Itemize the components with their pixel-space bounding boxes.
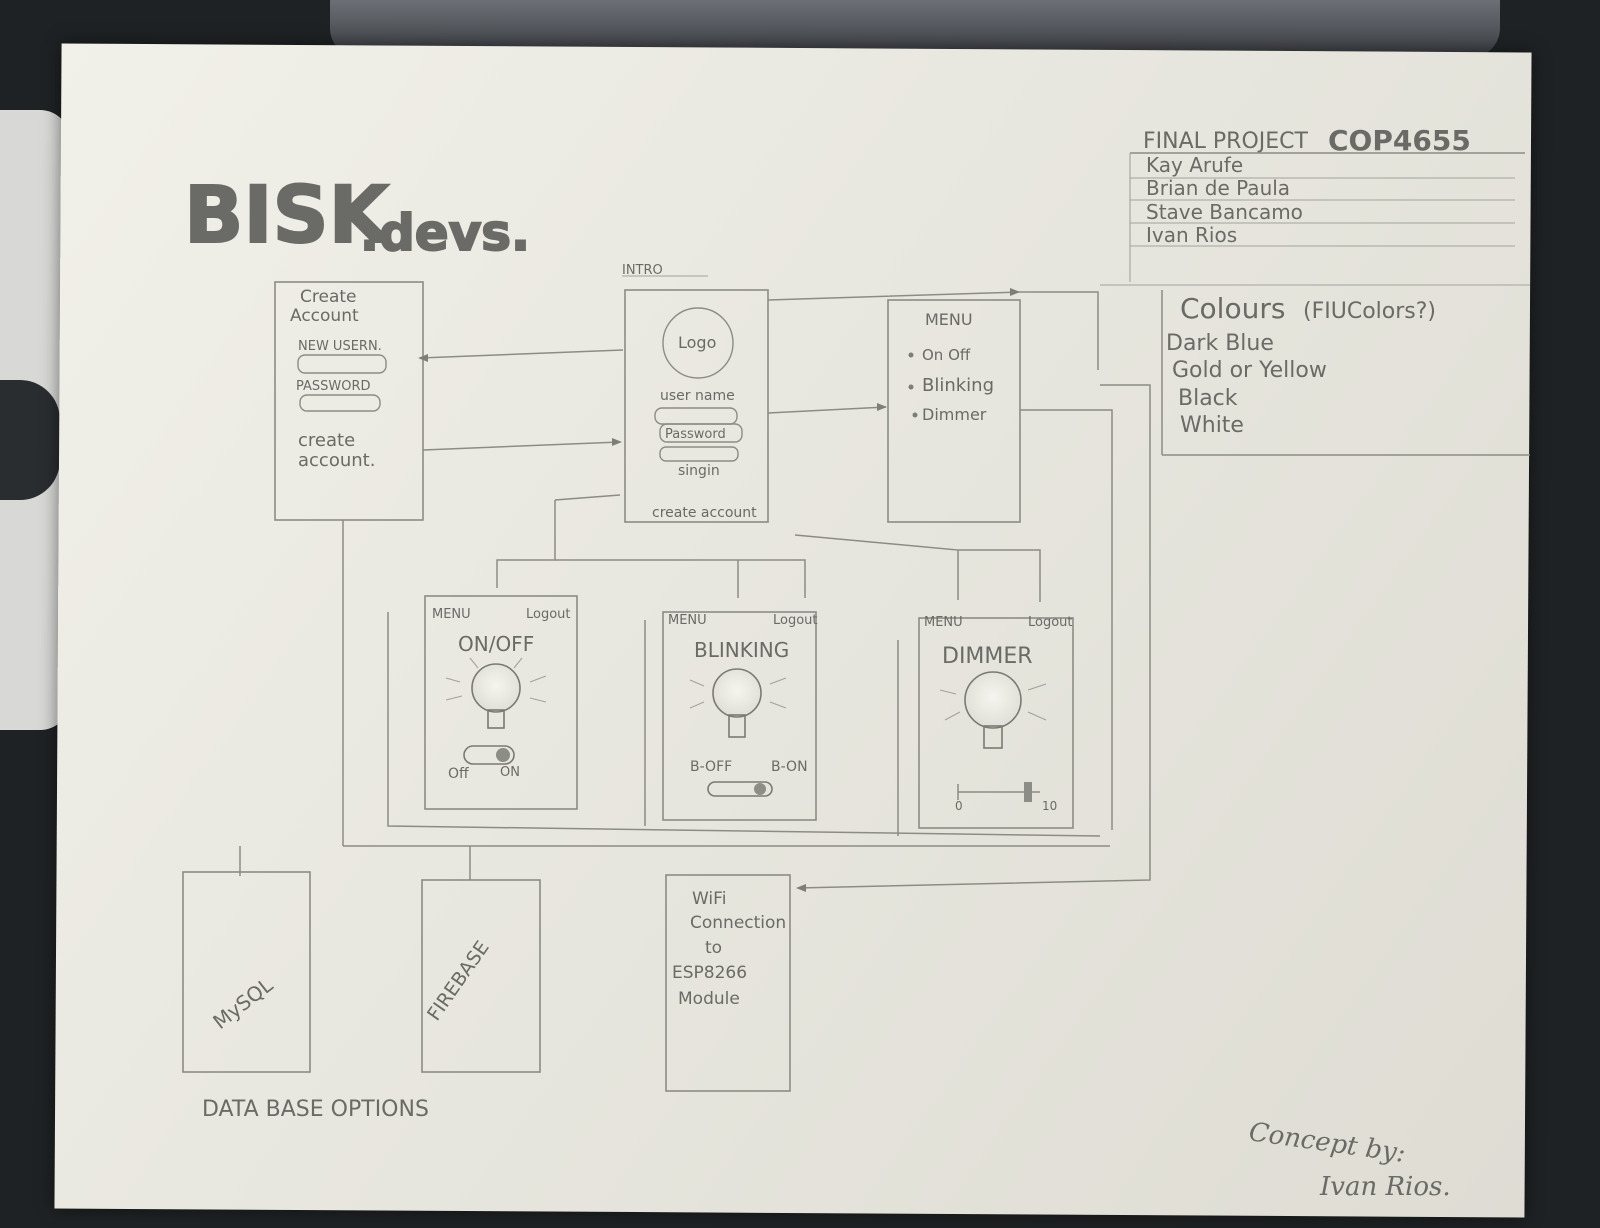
colour-item-2: Gold or Yellow [1172, 358, 1327, 383]
password-label: PASSWORD [296, 379, 371, 394]
colour-item-4: White [1180, 413, 1244, 438]
logo-brand: BISK [184, 171, 392, 261]
create-account-title-1: Create [300, 287, 357, 307]
dimmer-screen: MENU Logout DIMMER 0 10 [918, 615, 1074, 829]
blinking-screen: MENU Logout BLINKING B-OFF B-ON [662, 611, 818, 821]
wifi-line-1: WiFi [692, 889, 726, 909]
wifi-line-2: Connection [690, 913, 786, 933]
new-user-label: NEW USERN. [298, 339, 382, 354]
onoff-menu-link: MENU [432, 607, 471, 622]
onoff-title: ON/OFF [458, 632, 534, 656]
database-caption: DATA BASE OPTIONS [202, 1097, 429, 1122]
onoff-bulb-icon [445, 657, 547, 729]
menu-item-dimmer: Dimmer [922, 405, 987, 424]
wifi-module-box: WiFi Connection to ESP8266 Module [665, 874, 791, 1092]
dimmer-bulb-icon [939, 671, 1047, 749]
database-options: MySQL FIREBASE DATA BASE OPTIONS [182, 871, 541, 1122]
bisk-logo: BISK .devs. [183, 170, 531, 263]
onoff-toggle [463, 745, 515, 765]
concept-credit: Concept by: Ivan Rios. [1247, 1117, 1451, 1202]
firebase-option: FIREBASE [423, 937, 494, 1025]
colours-heading: Colours [1180, 292, 1285, 325]
member-3: Stave Bancamo [1146, 200, 1303, 224]
onoff-screen: MENU Logout ON/OFF Off ON [424, 595, 578, 810]
onoff-off-label: Off [448, 766, 469, 782]
logo-suffix: .devs. [360, 204, 530, 262]
colours-note: (FIUColors?) [1303, 299, 1436, 324]
member-1: Kay Arufe [1146, 153, 1243, 177]
colour-item-3: Black [1178, 386, 1238, 411]
blinking-off-label: B-OFF [690, 759, 732, 775]
menu-title: MENU [925, 310, 973, 329]
create-button-line-1: create [298, 430, 355, 451]
blinking-on-label: B-ON [771, 759, 808, 775]
dimmer-menu-link: MENU [924, 615, 963, 630]
menu-item-blinking: Blinking [922, 375, 994, 396]
signin-button: singin [678, 463, 720, 479]
credit-line-2: Ivan Rios. [1319, 1172, 1451, 1202]
flow-connectors [239, 288, 1151, 892]
member-4: Ivan Rios [1146, 223, 1237, 247]
intro-label: INTRO [622, 263, 663, 278]
blinking-title: BLINKING [694, 638, 789, 662]
project-header: FINAL PROJECT COP4655 Kay Arufe Brian de… [1129, 124, 1525, 282]
desk-object [0, 380, 60, 500]
menu-item-onoff: On Off [922, 346, 971, 364]
intro-screen: INTRO Logo user name Password singin cre… [622, 263, 769, 523]
colour-item-1: Dark Blue [1166, 331, 1274, 356]
create-account-screen: Create Account NEW USERN. PASSWORD creat… [274, 281, 424, 521]
dimmer-title: DIMMER [942, 644, 1033, 669]
username-label: user name [660, 388, 735, 404]
project-course: COP4655 [1328, 124, 1471, 157]
menu-screen: MENU On Off Blinking Dimmer [887, 299, 1021, 523]
onoff-on-label: ON [500, 765, 520, 780]
create-account-link: create account [652, 505, 757, 521]
dimmer-logout-link: Logout [1028, 615, 1073, 630]
create-button-line-2: account. [298, 450, 375, 471]
wifi-line-5: Module [678, 989, 740, 1009]
member-2: Brian de Paula [1146, 176, 1290, 200]
onoff-logout-link: Logout [526, 607, 571, 622]
dimmer-max-label: 10 [1042, 799, 1057, 813]
dimmer-min-label: 0 [955, 799, 963, 813]
create-account-title-2: Account [290, 306, 359, 326]
colours-panel: Colours (FIUColors?) Dark Blue Gold or Y… [1100, 284, 1530, 456]
credit-line-1: Concept by: [1247, 1117, 1407, 1169]
wifi-line-4: ESP8266 [672, 963, 747, 983]
password-field-label: Password [665, 427, 726, 442]
blinking-menu-link: MENU [668, 613, 707, 628]
blinking-logout-link: Logout [773, 613, 818, 628]
blinking-bulb-icon [689, 668, 787, 738]
mysql-option: MySQL [208, 972, 278, 1034]
wifi-line-3: to [705, 938, 722, 958]
project-title: FINAL PROJECT [1143, 129, 1309, 154]
blinking-toggle [707, 781, 773, 797]
intro-logo: Logo [678, 333, 716, 352]
dimmer-slider [957, 782, 1040, 802]
